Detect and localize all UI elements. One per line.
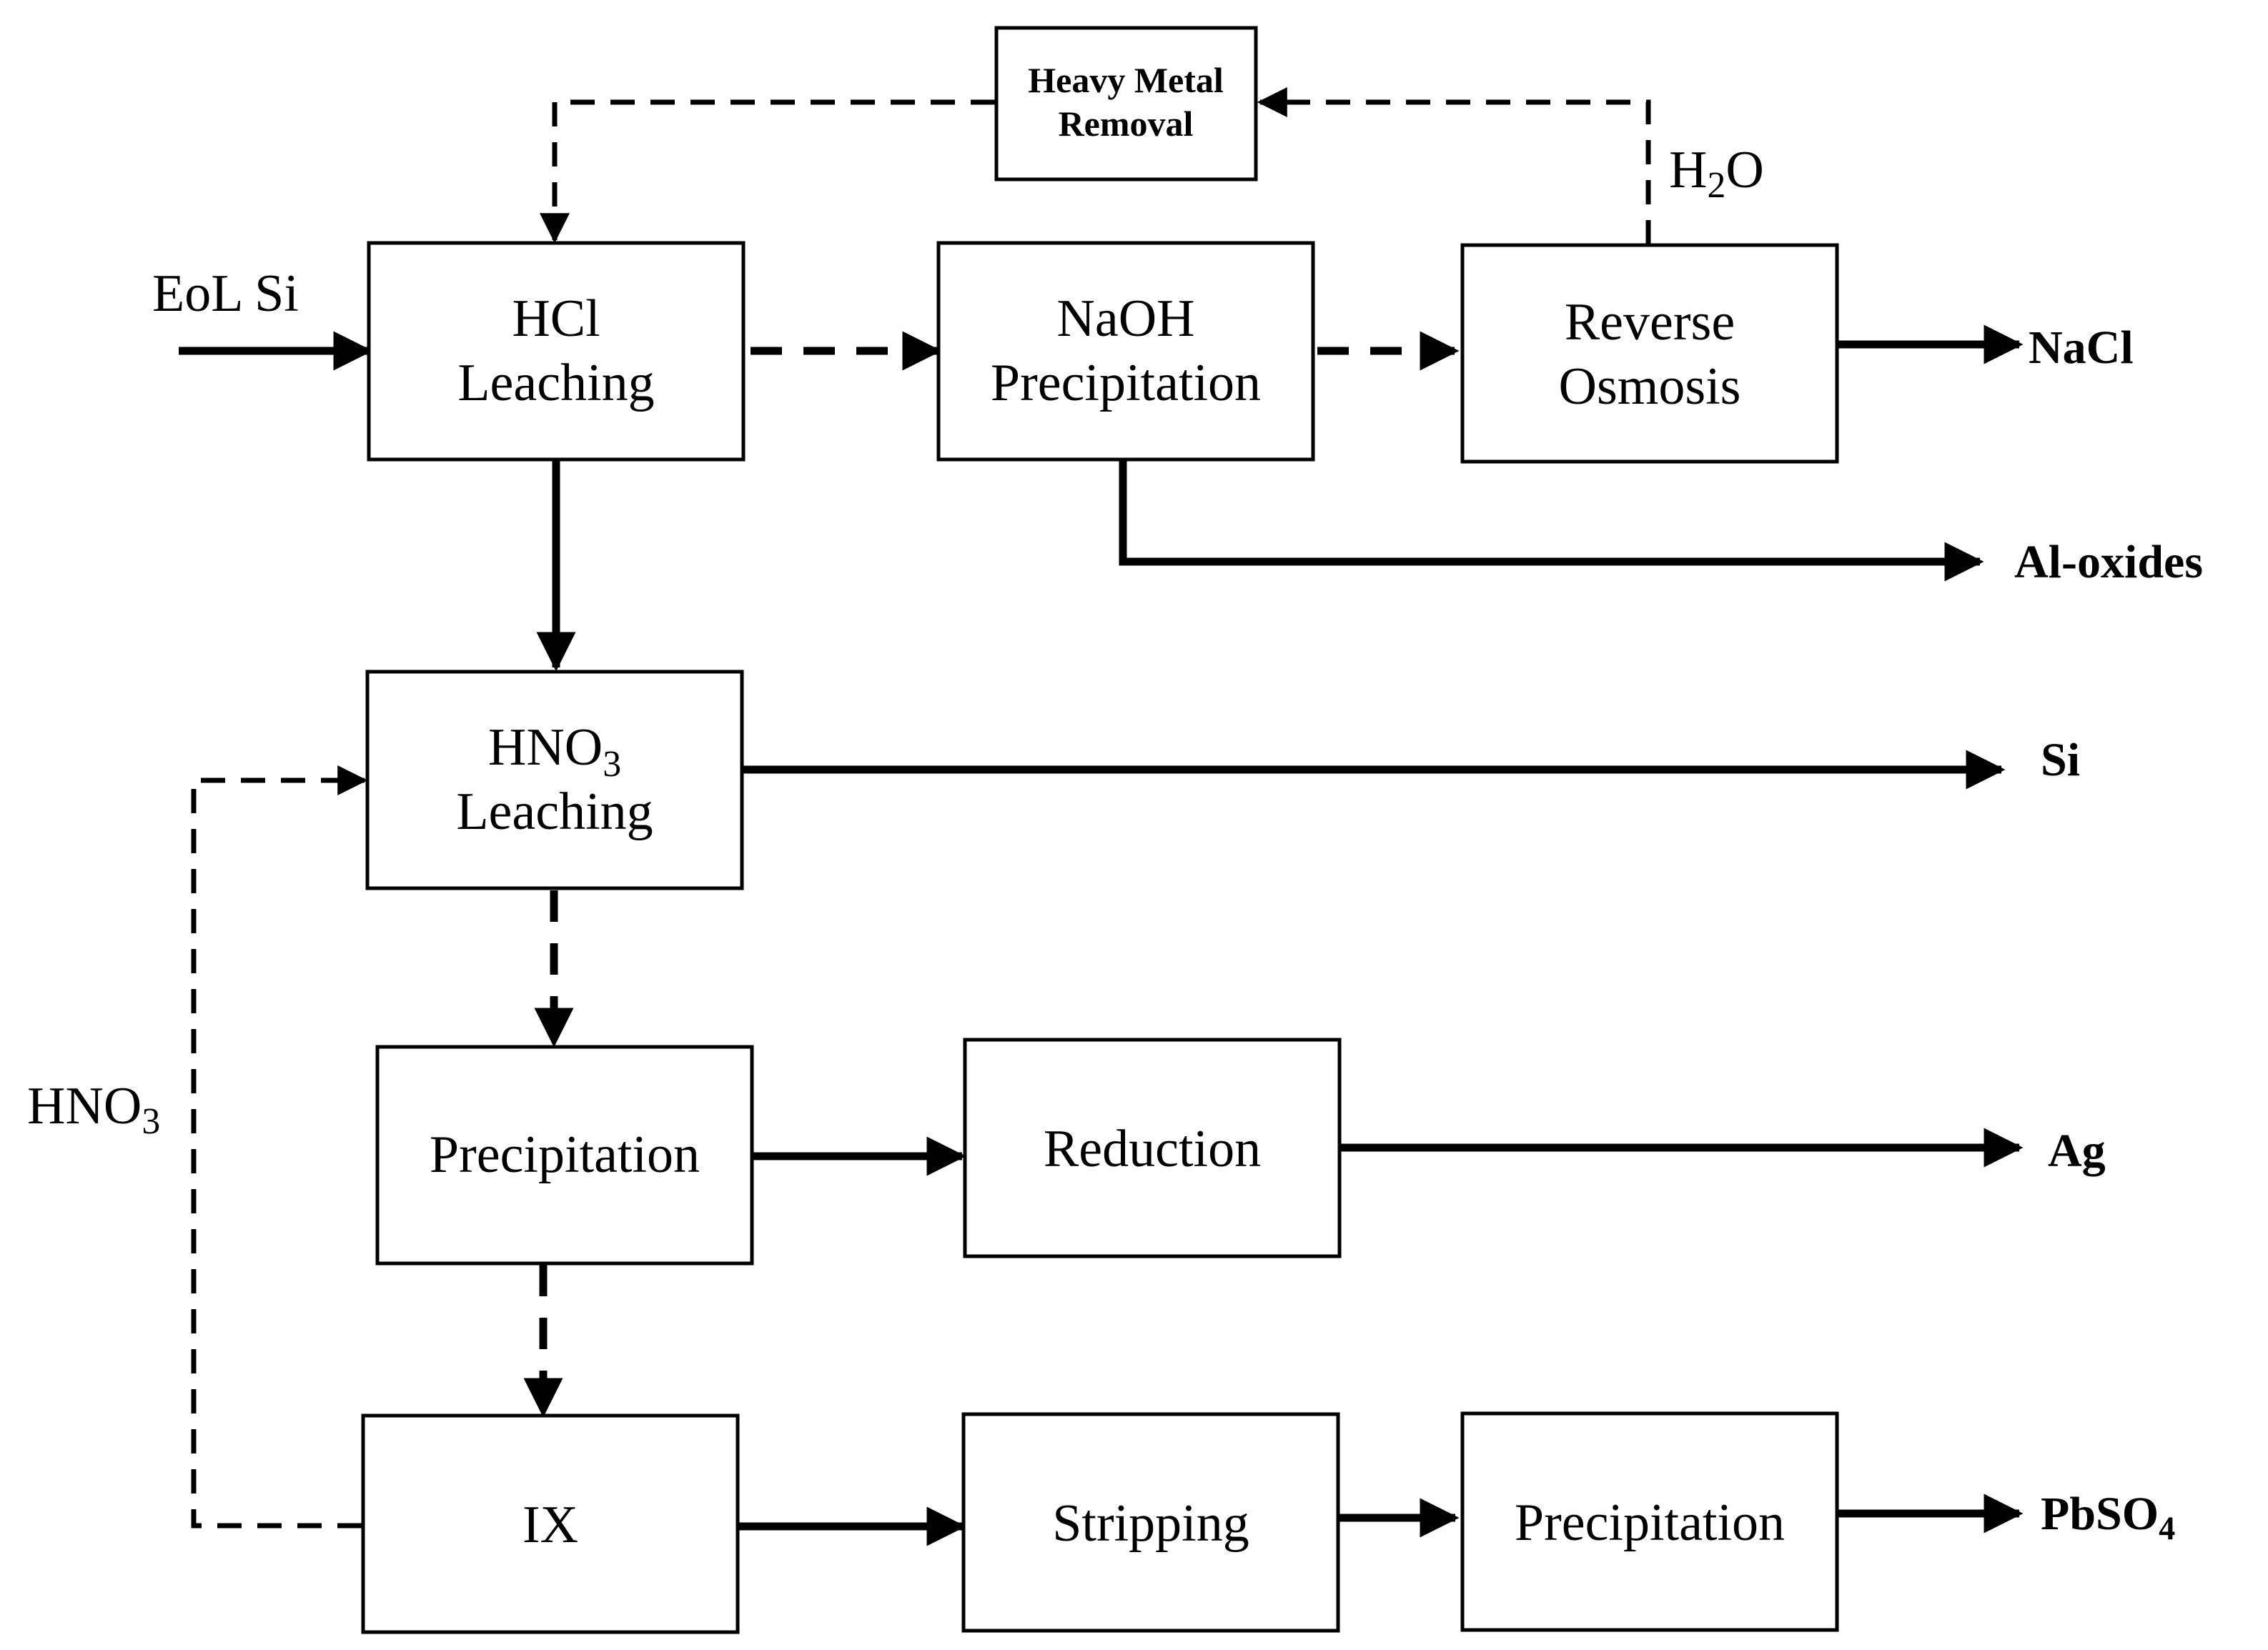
node-stripping: Stripping xyxy=(961,1412,1340,1633)
node-hno3-leaching-line1: HNO3 xyxy=(488,718,621,785)
node-heavy-metal-removal-line2: Removal xyxy=(1059,104,1194,144)
node-hcl-leaching-line1: HCl xyxy=(512,289,600,348)
arrow-naoh-to-al-oxides xyxy=(1119,459,1984,582)
product-pbso4: PbSO4 xyxy=(2041,1488,2175,1546)
label-hno3-recycle: HNO3 xyxy=(27,1077,160,1142)
node-precipitation-pb-label: Precipitation xyxy=(1515,1494,1785,1552)
product-al-oxides: Al-oxides xyxy=(2014,536,2203,588)
node-heavy-metal-removal-line1: Heavy Metal xyxy=(1028,60,1224,100)
node-reverse-osmosis-line1: Reverse xyxy=(1565,293,1735,352)
node-ix-label: IX xyxy=(523,1496,578,1554)
arrow-heavy-metal-removal-to-hcl xyxy=(540,99,995,244)
arrow-ix-to-hno3-leaching-recycle xyxy=(191,765,368,1529)
node-stripping-label: Stripping xyxy=(1052,1494,1249,1553)
node-hno3-leaching: HNO3 Leaching xyxy=(365,670,744,890)
node-reverse-osmosis: Reverse Osmosis xyxy=(1460,243,1839,464)
product-nacl: NaCl xyxy=(2029,322,2134,374)
node-naoh-precipitation: NaOH Precipitation xyxy=(936,241,1315,462)
node-naoh-precipitation-line1: NaOH xyxy=(1056,289,1194,348)
product-si: Si xyxy=(2041,734,2080,786)
node-reduction-label: Reduction xyxy=(1044,1120,1261,1178)
node-ix: IX xyxy=(361,1413,740,1634)
node-reduction: Reduction xyxy=(963,1038,1342,1258)
arrow-ro-to-heavy-metal-removal xyxy=(1257,87,1651,244)
node-hcl-leaching: HCl Leaching xyxy=(367,241,746,462)
node-precipitation-pb: Precipitation xyxy=(1460,1411,1839,1632)
label-water: H2O xyxy=(1669,141,1764,206)
node-heavy-metal-removal: Heavy Metal Removal xyxy=(994,26,1258,182)
node-hcl-leaching-line2: Leaching xyxy=(457,354,654,412)
label-eol-si: EoL Si xyxy=(152,264,299,323)
node-hno3-leaching-line2: Leaching xyxy=(456,782,653,841)
node-reverse-osmosis-line2: Osmosis xyxy=(1559,357,1741,416)
node-precipitation-ag-label: Precipitation xyxy=(430,1125,700,1184)
node-naoh-precipitation-line2: Precipitation xyxy=(991,354,1261,412)
node-precipitation-ag: Precipitation xyxy=(375,1045,754,1266)
product-ag: Ag xyxy=(2048,1125,2106,1177)
